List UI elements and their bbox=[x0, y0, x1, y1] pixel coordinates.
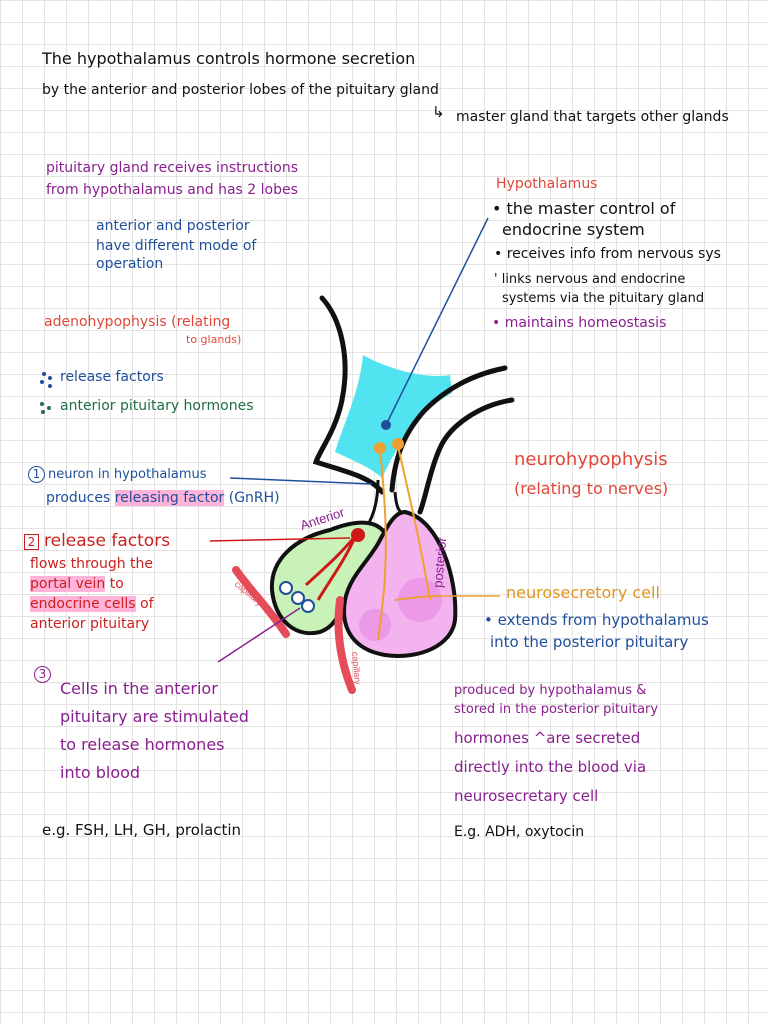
step1-number: 1 bbox=[28, 466, 45, 483]
step3-line-3: to release hormones bbox=[60, 735, 225, 754]
step3-number-line: 3 bbox=[34, 666, 54, 683]
hormone-legend-dot bbox=[47, 406, 51, 410]
page-subtitle: by the anterior and posterior lobes of t… bbox=[42, 82, 439, 98]
hypothalamus-region bbox=[335, 355, 452, 478]
brain-outline-left bbox=[312, 295, 385, 495]
step3-number: 3 bbox=[34, 666, 51, 683]
endocrine-cells-highlight: endocrine cells bbox=[30, 596, 136, 612]
secreted-line-2: directly into the blood via bbox=[454, 758, 647, 776]
adeno-line-2: to glands) bbox=[186, 333, 242, 346]
portal-vein bbox=[304, 534, 358, 587]
pointer-hypothalamus bbox=[385, 217, 489, 426]
posterior-blob bbox=[398, 578, 442, 622]
extends-line-1: • extends from hypothalamus bbox=[484, 611, 709, 629]
neuron-axon bbox=[397, 445, 431, 601]
pituitary-line-2: from hypothalamus and has 2 lobes bbox=[46, 182, 298, 198]
step1-line-2: produces releasing factor (GnRH) bbox=[46, 490, 280, 506]
step2-line-3: endocrine cells of bbox=[30, 596, 154, 612]
step3-line-2: pituitary are stimulated bbox=[60, 707, 249, 726]
modes-line-1: anterior and posterior bbox=[96, 218, 250, 234]
release-factor-legend-dot bbox=[42, 372, 46, 376]
secreted-line-3: neurosecretary cell bbox=[454, 787, 599, 805]
neuron-cell-body bbox=[374, 442, 386, 454]
neurohypophysis-line-1: neurohypophysis bbox=[514, 449, 668, 470]
hypo-bullet-3-line-1: ' links nervous and endocrine bbox=[494, 272, 686, 287]
step2-title: 2 release factors bbox=[24, 531, 171, 552]
label-posterior: posterior bbox=[430, 536, 449, 588]
step2-of: of bbox=[140, 596, 154, 612]
master-gland-arrow: ↳ bbox=[432, 103, 445, 121]
produced-line-2: stored in the posterior pituitary bbox=[454, 702, 659, 717]
legend-anterior-hormones: anterior pituitary hormones bbox=[60, 398, 254, 414]
left-example: e.g. FSH, LH, GH, prolactin bbox=[42, 821, 242, 839]
extends-line-2: into the posterior pituitary bbox=[490, 633, 689, 651]
brain-outline-right-lower bbox=[417, 397, 515, 515]
releasing-factor-highlight: releasing factor bbox=[114, 490, 225, 506]
step1-text: neuron in hypothalamus bbox=[48, 467, 207, 482]
produced-line-1: produced by hypothalamus & bbox=[454, 683, 647, 698]
pointer-step2 bbox=[209, 537, 351, 542]
pointer-step1 bbox=[229, 477, 373, 485]
hypo-bullet-4: • maintains homeostasis bbox=[492, 315, 667, 331]
endocrine-cell bbox=[279, 581, 293, 595]
posterior-blob bbox=[359, 609, 391, 641]
step2-line-2: portal vein to bbox=[30, 576, 124, 592]
neurohypophysis-line-2: (relating to nerves) bbox=[514, 479, 669, 498]
step2-title-text: release factors bbox=[44, 531, 171, 551]
step3-line-1: Cells in the anterior bbox=[60, 679, 218, 698]
legend-release-factors: release factors bbox=[60, 369, 164, 385]
neuron-axon bbox=[377, 447, 387, 641]
release-factor-legend-dot bbox=[48, 384, 52, 388]
step2-line-4: anterior pituitary bbox=[30, 616, 150, 632]
hypo-bullet-2: • receives info from nervous sys bbox=[494, 246, 721, 262]
portal-vein-node bbox=[351, 528, 365, 542]
hormone-legend-dot bbox=[41, 410, 45, 414]
hypo-bullet-1-line-2: endocrine system bbox=[502, 220, 645, 239]
secreted-line-1: hormones ^are secreted bbox=[454, 729, 641, 747]
label-capillary-right: capillary bbox=[350, 651, 363, 685]
capillary-left bbox=[232, 566, 290, 638]
hormone-legend-dot bbox=[40, 402, 44, 406]
portal-vein-highlight: portal vein bbox=[30, 576, 106, 592]
master-gland-note: master gland that targets other glands bbox=[456, 109, 729, 125]
step2-number: 2 bbox=[24, 534, 39, 550]
brain-outline-right bbox=[389, 365, 508, 493]
release-factor-legend-dot bbox=[40, 380, 44, 384]
capillary-right bbox=[334, 596, 356, 694]
release-factor-legend-dot bbox=[48, 376, 52, 380]
adeno-line-1: adenohypophysis (relating bbox=[44, 314, 231, 330]
endocrine-cell bbox=[291, 591, 305, 605]
neurosecretory-label: neurosecretory cell bbox=[506, 583, 660, 602]
step3-line-4: into blood bbox=[60, 763, 141, 782]
right-example: E.g. ADH, oxytocin bbox=[454, 824, 585, 840]
endocrine-cell bbox=[301, 599, 315, 613]
step1-produces: produces bbox=[46, 490, 111, 506]
gnrh-label: (GnRH) bbox=[228, 490, 280, 506]
modes-line-2: have different mode of bbox=[96, 238, 257, 254]
modes-line-3: operation bbox=[96, 256, 164, 272]
step2-line-1: flows through the bbox=[30, 556, 154, 572]
hypo-bullet-1-line-1: • the master control of bbox=[492, 199, 676, 218]
step2-to: to bbox=[109, 576, 124, 592]
pointer-step3 bbox=[217, 607, 301, 663]
hypo-bullet-3-line-2: systems via the pituitary gland bbox=[502, 291, 705, 306]
pituitary-line-1: pituitary gland receives instructions bbox=[46, 160, 299, 176]
page-title: The hypothalamus controls hormone secret… bbox=[42, 49, 416, 68]
neuron-cell-body bbox=[392, 438, 404, 450]
hypothalamus-title: Hypothalamus bbox=[496, 176, 598, 192]
portal-vein bbox=[316, 534, 358, 601]
